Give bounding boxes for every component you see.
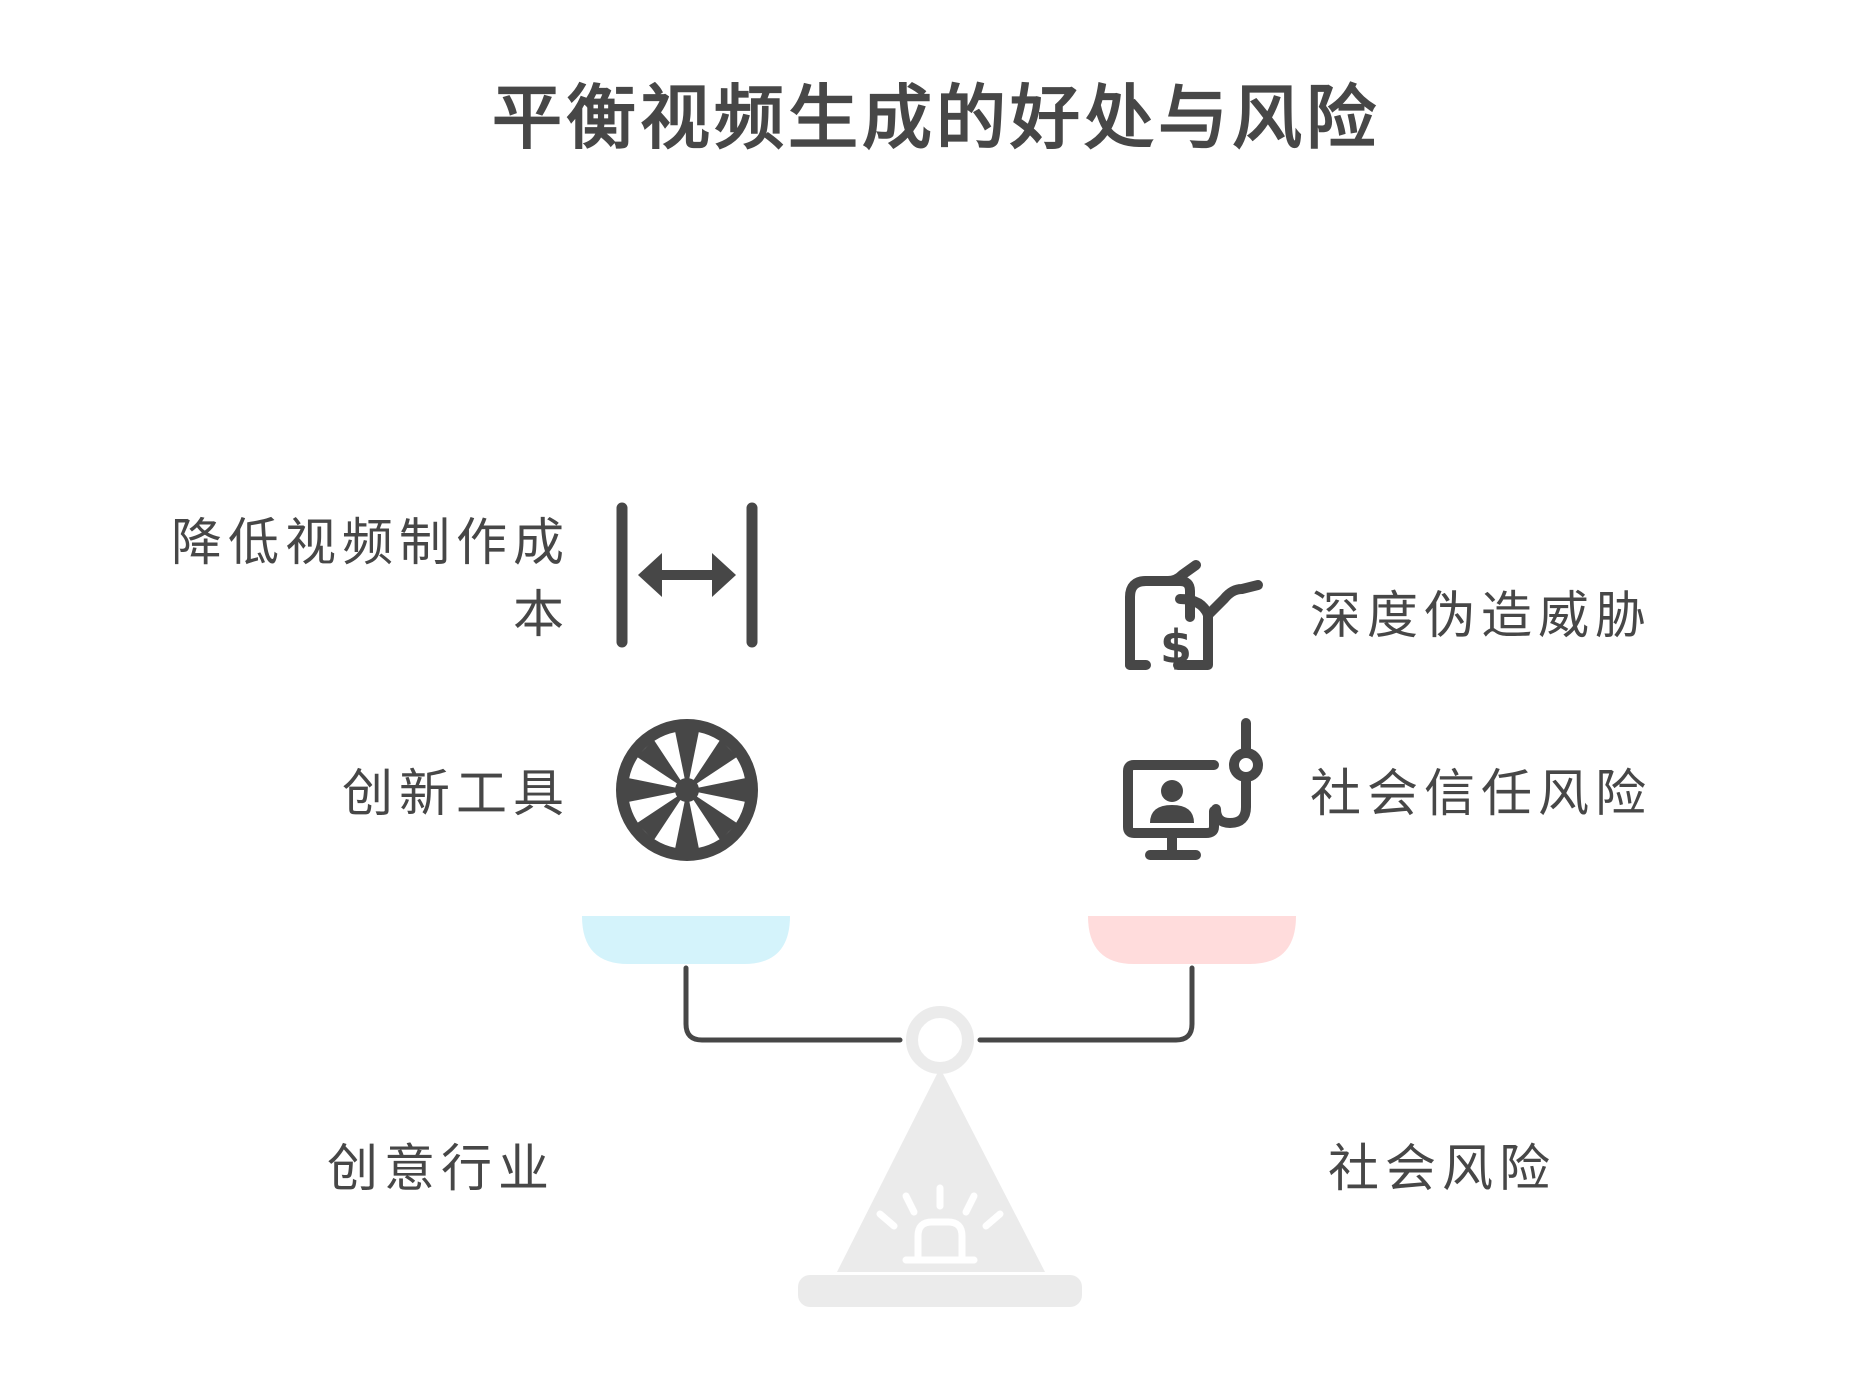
right-pan: [1088, 916, 1296, 964]
risk-label-trust: 社会信任风险: [1310, 765, 1653, 824]
diagram-title: 平衡视频生成的好处与风险: [492, 76, 1380, 159]
group-label-creative: 创意行业: [326, 1140, 555, 1199]
hand-money-hook-icon: $: [1125, 560, 1263, 674]
benefit-label-tools: 创新工具: [341, 765, 570, 824]
left-pan: [582, 916, 790, 964]
alert-light-icon: [876, 1184, 1004, 1264]
width-arrows-icon: [616, 502, 758, 648]
wheel-icon: [616, 719, 758, 861]
benefit-label-cost: 降低视频制作成本: [170, 514, 570, 645]
risk-label-deepfake: 深度伪造威胁: [1310, 587, 1653, 646]
scale-beam-right: [977, 965, 1195, 1043]
scale-pivot: [906, 1006, 974, 1074]
group-label-social-risk: 社会风险: [1328, 1140, 1557, 1199]
monitor-phishing-icon: [1123, 718, 1263, 860]
scale-beam-left: [683, 965, 903, 1043]
svg-text:$: $: [1160, 620, 1192, 674]
